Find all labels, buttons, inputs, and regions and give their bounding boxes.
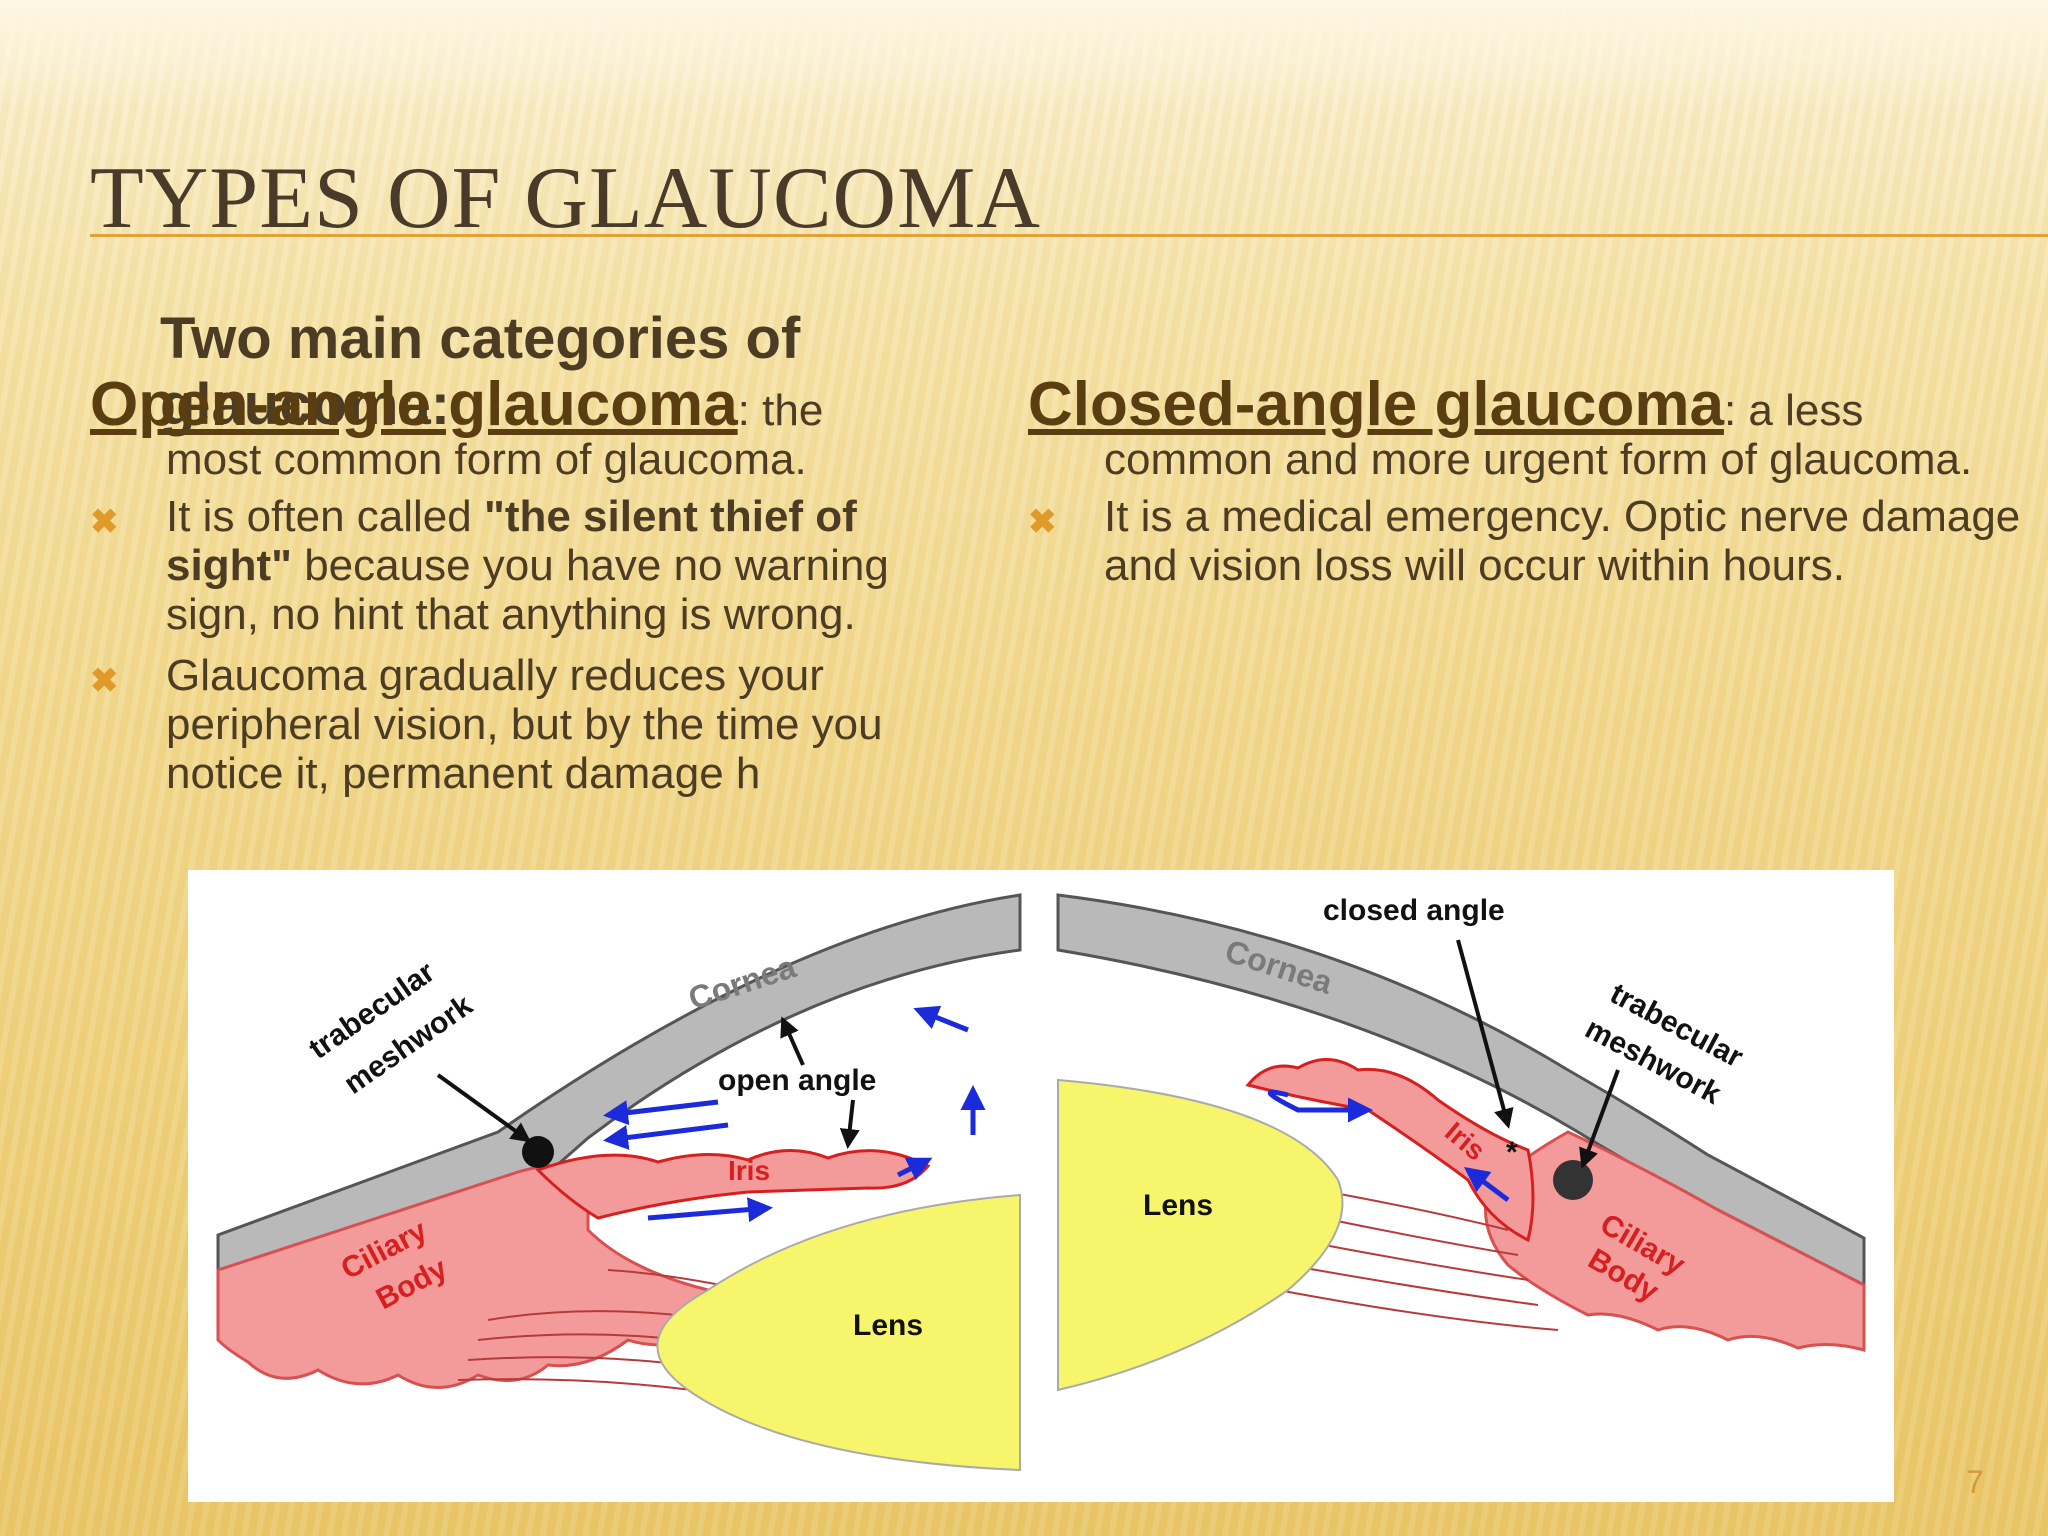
open-angle-lead: most common form of glaucoma. <box>166 435 807 484</box>
right-trabecular-meshwork-dot <box>1553 1160 1593 1200</box>
intro-text: Two main categories of glaucoma: <box>160 306 960 438</box>
page-number: 7 <box>1966 1464 1984 1500</box>
right-star-label: * <box>1506 1136 1518 1169</box>
closed-angle-heading-rest: : a less <box>1723 386 1864 435</box>
bullet-1-before: It is often called <box>166 492 484 541</box>
closed-angle-heading: Closed-angle glaucoma <box>1028 370 1724 439</box>
open-angle-heading-rest: : the <box>737 386 824 435</box>
closed-angle-lead: common and more urgent form of glaucoma. <box>1104 435 1973 484</box>
open-angle-heading-line: Open-angle glaucoma: the <box>90 374 990 436</box>
list-item: ✖ It is often called "the silent thief o… <box>90 492 990 639</box>
open-angle-heading: Open-angle glaucoma <box>90 370 738 439</box>
left-open-angle-panel: trabecular meshwork Cornea open angle Ir… <box>216 893 1022 1472</box>
left-iris-label: Iris <box>728 1155 770 1186</box>
left-pointer-arrows <box>436 1016 860 1149</box>
title-underline <box>90 234 2048 237</box>
closed-angle-bullets: ✖ It is a medical emergency. Optic nerve… <box>1028 492 2028 590</box>
left-open-angle-label: open angle <box>718 1064 876 1097</box>
bullet-2-text: Glaucoma gradually reduces your peripher… <box>166 651 883 798</box>
eye-angle-diagram: trabecular meshwork Cornea open angle Ir… <box>188 870 1894 1502</box>
closed-bullet-1-text: It is a medical emergency. Optic nerve d… <box>1104 492 2021 590</box>
intro-line-1: Two main categories of <box>160 306 801 371</box>
bullet-1-after: because you have no warning sign, no hin… <box>166 541 889 639</box>
intro-line-2: glaucoma: <box>160 372 451 437</box>
list-item: ✖ Glaucoma gradually reduces your periph… <box>90 651 990 798</box>
bullet-1-bold: "the silent thief of sight" <box>166 492 857 590</box>
bullet-cross-icon: ✖ <box>90 662 119 700</box>
right-closed-angle-label: closed angle <box>1323 894 1505 927</box>
open-angle-column: Open-angle glaucoma: the most common for… <box>90 374 990 810</box>
left-lens-label: Lens <box>853 1309 923 1342</box>
left-iris-shape <box>535 1149 931 1220</box>
bullet-cross-icon: ✖ <box>1028 503 1057 541</box>
left-ciliary-shape <box>216 1163 710 1389</box>
bullet-cross-icon: ✖ <box>90 503 119 541</box>
right-lens-shape <box>1057 1078 1344 1392</box>
right-lens-label: Lens <box>1143 1189 1213 1222</box>
left-lens-shape <box>656 1193 1021 1472</box>
closed-angle-heading-line: Closed-angle glaucoma: a less <box>1028 374 2028 436</box>
eye-angle-diagram-svg: trabecular meshwork Cornea open angle Ir… <box>216 893 1866 1472</box>
slide-title: TYPES OF GLAUCOMA <box>90 150 1041 247</box>
left-flow-arrows <box>603 1005 986 1223</box>
right-pointer-arrows <box>1456 939 1620 1169</box>
open-angle-bullets: ✖ It is often called "the silent thief o… <box>90 492 990 798</box>
left-trabecular-meshwork-dot <box>522 1136 554 1168</box>
closed-angle-column: Closed-angle glaucoma: a less common and… <box>1028 374 2028 602</box>
right-flow-arrows <box>1267 1089 1510 1202</box>
right-iris-shape <box>1245 1058 1535 1243</box>
right-closed-angle-panel: closed angle Cornea trabecular meshwork … <box>1056 893 1866 1392</box>
list-item: ✖ It is a medical emergency. Optic nerve… <box>1028 492 2028 590</box>
